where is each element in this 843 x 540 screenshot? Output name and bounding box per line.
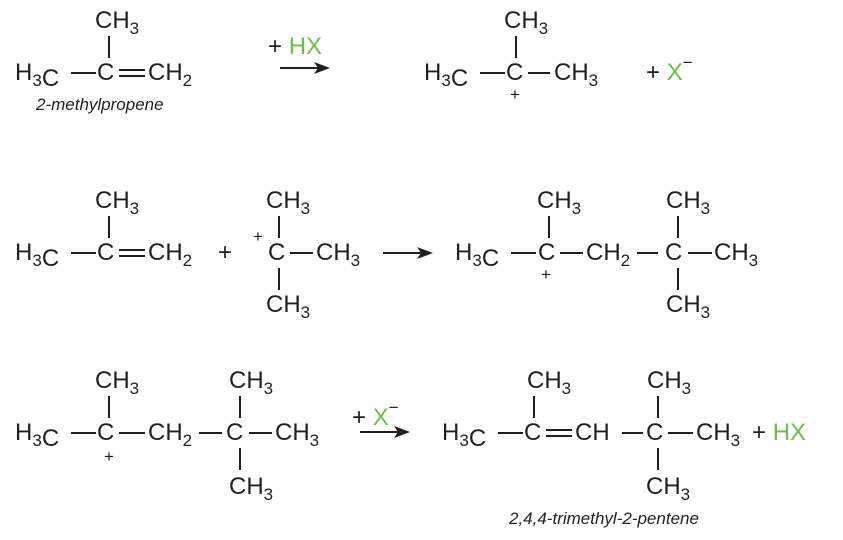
r3-charge: + bbox=[104, 447, 114, 466]
r3-h3c: H3C bbox=[15, 419, 59, 452]
dimer-methyl-bottom: CH3 bbox=[666, 291, 710, 322]
dimer-ch3-right: CH3 bbox=[714, 239, 758, 270]
carbocation-methyl-top: CH3 bbox=[504, 7, 548, 38]
alkene-ch2: CH2 bbox=[148, 239, 192, 270]
r3-methyl-bottom: CH3 bbox=[229, 473, 273, 504]
methyl-top: CH3 bbox=[95, 7, 139, 38]
reagent-hx: + HX bbox=[268, 33, 322, 60]
p-methyl-top-2: CH3 bbox=[647, 367, 691, 398]
row3-bonds bbox=[71, 396, 693, 470]
p-methyl-top-1: CH3 bbox=[527, 367, 571, 398]
dimer-h3c: H3C bbox=[455, 239, 499, 272]
dimer-methyl-top-1: CH3 bbox=[537, 187, 581, 218]
r3-quaternary-carbon: C bbox=[226, 419, 243, 446]
h3c-left: H3C bbox=[15, 59, 59, 92]
cation-charge: + bbox=[253, 227, 263, 246]
p-h3c: H3C bbox=[442, 419, 486, 452]
p-methyl-bottom: CH3 bbox=[646, 473, 690, 504]
p-ch: CH bbox=[575, 419, 610, 446]
cation-ch3-right: CH3 bbox=[316, 239, 360, 270]
alkene-h3c: H3C bbox=[15, 239, 59, 272]
reactant-name: 2-methylpropene bbox=[35, 95, 164, 114]
cation-methyl-bottom: CH3 bbox=[266, 291, 310, 322]
alkene-central-carbon: C bbox=[97, 239, 114, 266]
dimer-methyl-top-2: CH3 bbox=[666, 187, 710, 218]
reagent-x-anion: + X− bbox=[352, 398, 399, 431]
r3-ch3-right: CH3 bbox=[275, 419, 319, 450]
r3-cation-carbon: C bbox=[97, 419, 114, 446]
carbocation-charge: + bbox=[510, 85, 520, 104]
dimer-ch2: CH2 bbox=[586, 239, 630, 270]
plus-sign-row2: + bbox=[218, 239, 232, 266]
product-name: 2,4,4-trimethyl-2-pentene bbox=[508, 509, 699, 528]
central-carbon: C bbox=[97, 59, 114, 86]
r3-ch2: CH2 bbox=[148, 419, 192, 450]
row1-bonds bbox=[71, 36, 550, 77]
alkene-methyl-top: CH3 bbox=[95, 187, 139, 218]
row2-bonds bbox=[71, 216, 712, 290]
p-alkene-carbon: C bbox=[524, 419, 541, 446]
dimer-quaternary-carbon: C bbox=[665, 239, 682, 266]
cation-methyl-top: CH3 bbox=[266, 187, 310, 218]
anion-x: + X− bbox=[646, 53, 693, 86]
carbocation-carbon: C bbox=[506, 59, 523, 86]
reaction-arrow-3 bbox=[360, 426, 410, 438]
cation-carbon: C bbox=[268, 239, 285, 266]
r3-methyl-top-1: CH3 bbox=[95, 367, 139, 398]
dimer-cation-carbon: C bbox=[538, 239, 555, 266]
p-ch3-right: CH3 bbox=[696, 419, 740, 450]
reaction-arrow-1 bbox=[280, 62, 330, 74]
carbocation-ch3-right: CH3 bbox=[554, 59, 598, 90]
carbocation-h3c: H3C bbox=[424, 59, 468, 92]
reaction-arrow-2 bbox=[383, 247, 433, 259]
r3-methyl-top-2: CH3 bbox=[229, 367, 273, 398]
product-plus-hx: + HX bbox=[752, 419, 806, 446]
dimer-charge: + bbox=[541, 265, 551, 284]
ch2-terminal: CH2 bbox=[148, 59, 192, 90]
p-quaternary-carbon: C bbox=[646, 419, 663, 446]
